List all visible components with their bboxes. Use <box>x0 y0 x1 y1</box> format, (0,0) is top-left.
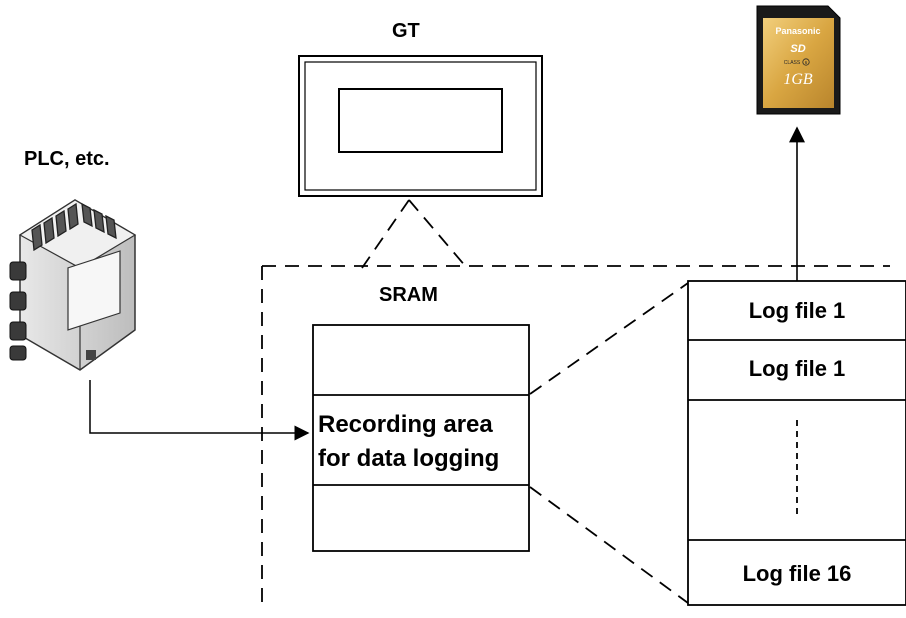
plc-device-icon <box>9 199 137 371</box>
sd-class-number: 6 <box>805 60 808 65</box>
sd-brand-label: Panasonic <box>775 26 820 36</box>
sd-card-icon: Panasonic SD CLASS 6 1GB <box>756 5 841 115</box>
sd-capacity-label: 1GB <box>783 71 813 88</box>
sd-format-label: SD <box>790 43 805 55</box>
plc-label: PLC, etc. <box>24 148 110 170</box>
gt-projection-lines <box>361 199 468 269</box>
log-file-label-last: Log file 16 <box>742 561 852 586</box>
sram-block <box>312 324 530 552</box>
sram-label: SRAM <box>379 284 438 306</box>
expansion-lines <box>529 282 689 604</box>
recording-area-line-2: for data logging <box>318 445 500 472</box>
gt-memory-boundary <box>261 265 890 605</box>
gt-label: GT <box>392 20 420 42</box>
log-file-label-first: Log file 1 <box>748 298 846 323</box>
sd-class-label: CLASS <box>784 60 801 66</box>
plc-to-sram-arrow <box>89 380 310 441</box>
gt-display-icon <box>298 55 543 197</box>
recording-area-label: Recording area for data logging <box>318 408 530 476</box>
recording-area-line-1: Recording area <box>318 411 493 438</box>
log-file-label-second: Log file 1 <box>748 356 846 381</box>
